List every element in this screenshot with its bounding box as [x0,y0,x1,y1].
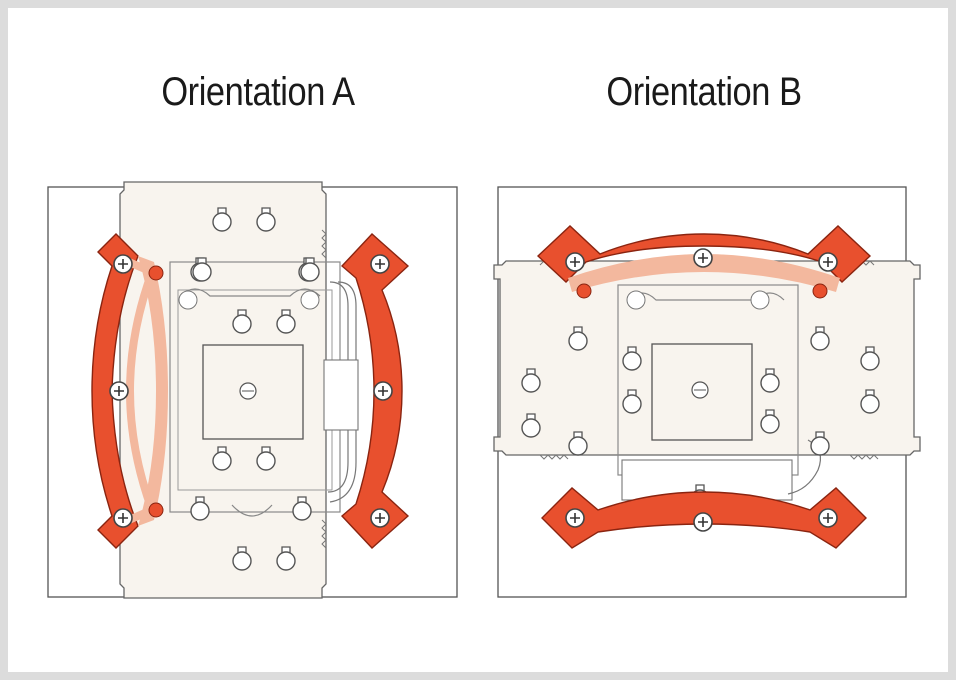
orientation-b-diagram [493,186,921,598]
left-bracket-a [91,233,139,549]
top-bracket-b [536,225,872,283]
orientation-b-title: Orientation B [606,70,802,114]
orientation-a-diagram [47,181,458,599]
orientation-a-title: Orientation A [161,70,355,114]
